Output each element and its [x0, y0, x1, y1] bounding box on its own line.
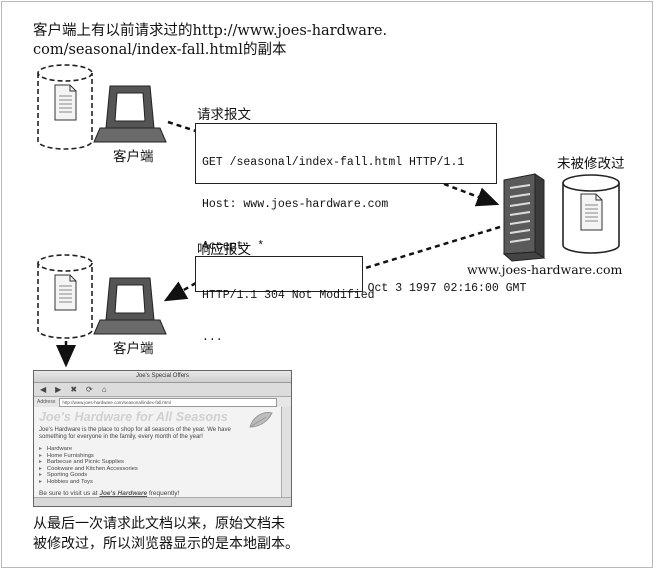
response-message-box: HTTP/1.1 304 Not Modified ...: [195, 256, 375, 344]
stop-icon[interactable]: ✖: [70, 385, 78, 394]
response-arrow-tail: [163, 281, 197, 302]
request-line-1: GET /seasonal/index-fall.html HTTP/1.1: [202, 156, 465, 169]
client-cache-bottom-icon: [37, 254, 93, 339]
unchanged-label: 未被修改过: [557, 156, 625, 172]
list-item: Sporting Goods: [39, 472, 277, 479]
request-line-2: Host: www.joes-hardware.com: [202, 198, 389, 211]
home-icon[interactable]: ⌂: [101, 385, 107, 394]
browser-window: Joe's Special Offers ◀ ▶ ✖ ⟳ ⌂ Address h…: [33, 370, 292, 507]
caption-bottom: 从最后一次请求此文档以来，原始文档未 被修改过，所以浏览器显示的是本地副本。: [33, 514, 299, 554]
client-computer-bottom-icon: [93, 277, 167, 335]
leaf-logo-icon: [249, 412, 273, 428]
server-label: www.joes-hardware.com: [467, 262, 623, 277]
request-line-3: Accept: *: [202, 240, 265, 253]
server-document-store-icon: [562, 174, 620, 254]
caption-bottom-line-2: 被修改过，所以浏览器显示的是本地副本。: [33, 536, 299, 552]
browser-page-content: Joe's Hardware for All Seasons Joe's Har…: [34, 407, 282, 498]
forward-icon[interactable]: ▶: [55, 385, 62, 394]
list-item: Barbecue and Picnic Supplies: [39, 459, 277, 466]
page-intro: Joe's Hardware is the place to shop for …: [39, 427, 231, 440]
response-line-1: HTTP/1.1 304 Not Modified: [202, 289, 375, 302]
request-arrow-tail: [443, 182, 500, 207]
list-item: Home Furnishings: [39, 453, 277, 460]
list-item: Cookware and Kitchen Accessories: [39, 466, 277, 473]
browser-toolbar: ◀ ▶ ✖ ⟳ ⌂: [34, 383, 291, 397]
response-line-2: ...: [202, 331, 223, 344]
caption-bottom-line-1: 从最后一次请求此文档以来，原始文档未: [33, 516, 285, 532]
category-list: Hardware Home Furnishings Barbecue and P…: [39, 446, 277, 486]
page-footer: Be sure to visit us at Joe's Hardware fr…: [39, 490, 277, 497]
browser-scrollbar[interactable]: [281, 407, 291, 498]
client-cache-top-icon: [37, 64, 93, 150]
list-item: Hobbies and Toys: [39, 479, 277, 486]
response-arrow: [361, 225, 501, 271]
list-item: Hardware: [39, 446, 277, 453]
footer-link[interactable]: Joe's Hardware: [99, 489, 148, 497]
footer-suffix: frequently!: [147, 489, 180, 497]
caption-top: 客户端上有以前请求过的http://www.joes-hardware. com…: [33, 22, 387, 60]
refresh-icon[interactable]: ⟳: [86, 385, 93, 394]
address-label: Address: [37, 399, 56, 405]
request-arrow: [167, 120, 197, 133]
request-title: 请求报文: [197, 107, 251, 123]
response-title: 响应报文: [197, 242, 251, 258]
caption-top-line-1: 客户端上有以前请求过的http://www.joes-hardware.: [33, 23, 388, 39]
footer-prefix: Be sure to visit us at: [39, 489, 100, 497]
client-label-bottom: 客户端: [113, 341, 154, 357]
caption-top-line-2: com/seasonal/index-fall.html的副本: [33, 42, 287, 58]
request-message-box: GET /seasonal/index-fall.html HTTP/1.1 H…: [195, 123, 526, 295]
browser-title-bar: Joe's Special Offers: [34, 371, 291, 383]
page-heading: Joe's Hardware for All Seasons: [39, 410, 228, 424]
server-icon: [502, 173, 546, 262]
back-icon[interactable]: ◀: [40, 385, 47, 394]
browser-status-bar: [34, 497, 291, 506]
address-input[interactable]: http://www.joes-hardware.com/seasonal/in…: [59, 397, 277, 407]
client-computer-top-icon: [93, 85, 167, 143]
client-label-top: 客户端: [113, 149, 154, 165]
